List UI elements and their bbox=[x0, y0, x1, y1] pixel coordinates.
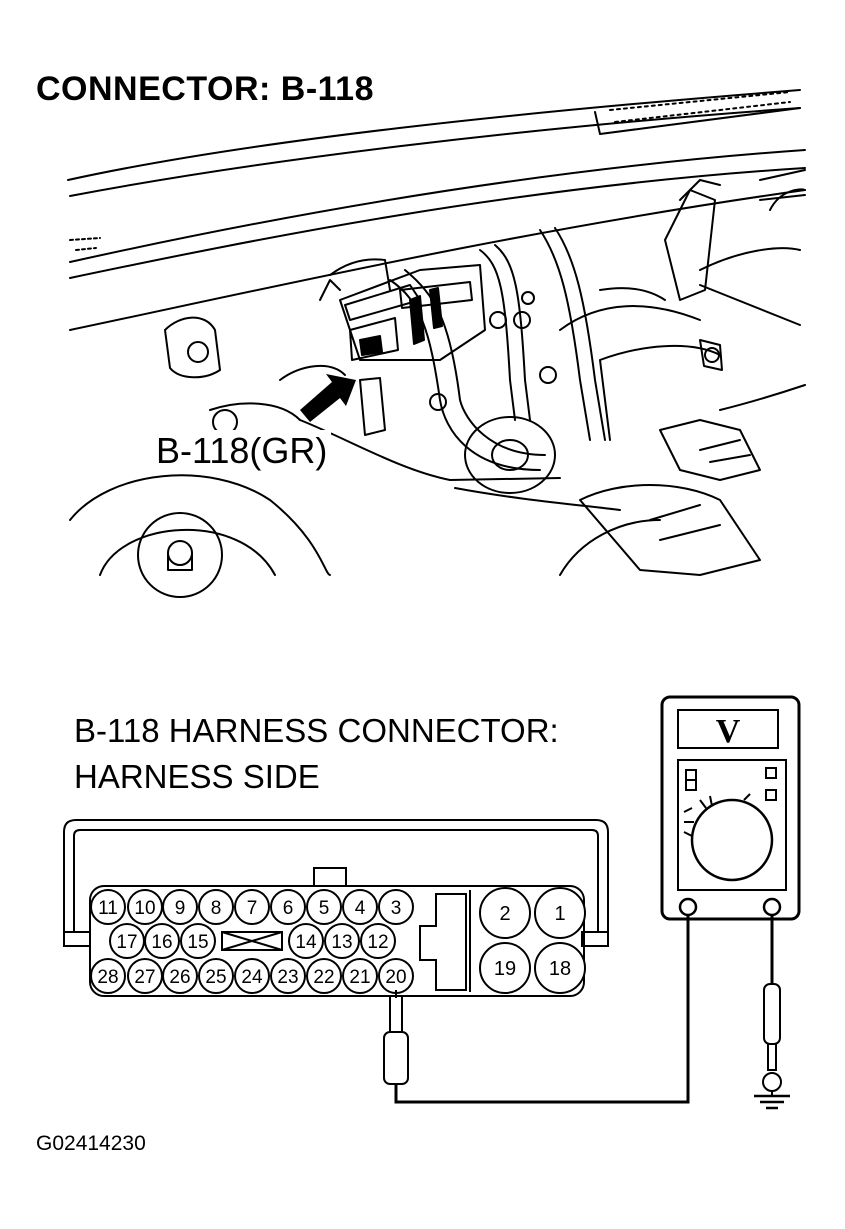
pin-cavity bbox=[324, 923, 360, 959]
ground-icon bbox=[754, 1091, 790, 1110]
pin-cavity bbox=[360, 923, 396, 959]
harness-title-line1: B-118 HARNESS CONNECTOR: bbox=[74, 712, 559, 749]
connector-callout-label: B-118(GR) bbox=[152, 430, 332, 472]
pin-cavity bbox=[306, 889, 342, 925]
pin-number: 27 bbox=[134, 967, 155, 988]
connector-pin: 27 bbox=[127, 958, 163, 994]
pin-cavity bbox=[90, 958, 126, 994]
pin-cavity bbox=[479, 887, 531, 939]
connector-pin: 26 bbox=[162, 958, 198, 994]
connector-pin: 8 bbox=[198, 889, 234, 925]
pin-cavity bbox=[479, 942, 531, 994]
pin-cavity bbox=[378, 889, 414, 925]
pin-number: 14 bbox=[295, 932, 317, 953]
pin-number: 3 bbox=[391, 898, 402, 919]
connector-pin: 1 bbox=[534, 887, 586, 939]
connector-pin: 4 bbox=[342, 889, 378, 925]
meter-display-label: V bbox=[716, 713, 741, 750]
pin-number: 1 bbox=[554, 903, 565, 925]
pin-number: 28 bbox=[97, 967, 118, 988]
pin-cavity bbox=[306, 958, 342, 994]
pin-number: 23 bbox=[277, 967, 298, 988]
pin-number: 21 bbox=[349, 967, 370, 988]
pin-cavity bbox=[534, 887, 586, 939]
connector-pin: 5 bbox=[306, 889, 342, 925]
pin-cavity bbox=[234, 958, 270, 994]
pin-number: 15 bbox=[187, 932, 208, 953]
connector-pin: 23 bbox=[270, 958, 306, 994]
figure-id: G02414230 bbox=[36, 1132, 146, 1155]
page-title: CONNECTOR: B-118 bbox=[36, 70, 374, 108]
pin-cavity bbox=[198, 958, 234, 994]
connector-pin: 7 bbox=[234, 889, 270, 925]
connector-pin: 17 bbox=[109, 923, 145, 959]
pin-cavity bbox=[534, 942, 586, 994]
pin-number: 5 bbox=[319, 898, 330, 919]
connector-pin: 21 bbox=[342, 958, 378, 994]
connector-pin: 9 bbox=[162, 889, 198, 925]
connector-pin: 25 bbox=[198, 958, 234, 994]
pin-number: 9 bbox=[175, 898, 186, 919]
pin-number: 18 bbox=[549, 958, 571, 980]
connector-pin: 3 bbox=[378, 889, 414, 925]
connector-pin: 11 bbox=[90, 889, 126, 925]
pin-number: 24 bbox=[241, 967, 263, 988]
pin-number: 8 bbox=[211, 898, 222, 919]
pin-number: 11 bbox=[98, 898, 118, 919]
pin-cavity bbox=[162, 889, 198, 925]
pin-cavity bbox=[288, 923, 324, 959]
pin-cavity bbox=[180, 923, 216, 959]
connector-pin: 22 bbox=[306, 958, 342, 994]
pin-number: 16 bbox=[151, 932, 172, 953]
pin-number: 25 bbox=[205, 967, 226, 988]
pin-number: 19 bbox=[494, 958, 516, 980]
pin-cavity bbox=[162, 958, 198, 994]
connector-pin: 15 bbox=[180, 923, 216, 959]
connector-pin: 19 bbox=[479, 942, 531, 994]
connector-pin: 16 bbox=[144, 923, 180, 959]
pin-number: 26 bbox=[169, 967, 190, 988]
pin-number: 10 bbox=[134, 898, 155, 919]
connector-pin: 18 bbox=[534, 942, 586, 994]
pin-cavity bbox=[342, 958, 378, 994]
pin-number: 2 bbox=[499, 903, 510, 925]
connector-pin: 24 bbox=[234, 958, 270, 994]
pin-cavity bbox=[144, 923, 180, 959]
connector-pin: 13 bbox=[324, 923, 360, 959]
connector-pin: 2 bbox=[479, 887, 531, 939]
pin-cavity bbox=[90, 889, 126, 925]
harness-connector-title: B-118 HARNESS CONNECTOR: HARNESS SIDE bbox=[74, 708, 559, 800]
pin-number: 6 bbox=[283, 898, 294, 919]
pin-number: 17 bbox=[116, 932, 137, 953]
pin-cavity bbox=[270, 958, 306, 994]
pin-cavity bbox=[342, 889, 378, 925]
pin-number: 13 bbox=[331, 932, 352, 953]
connector-pin: 10 bbox=[127, 889, 163, 925]
pin-number: 22 bbox=[313, 967, 334, 988]
pin-number: 20 bbox=[385, 967, 406, 988]
connector-pin: 12 bbox=[360, 923, 396, 959]
connector-pin: 28 bbox=[90, 958, 126, 994]
pin-cavity bbox=[198, 889, 234, 925]
harness-title-line2: HARNESS SIDE bbox=[74, 758, 320, 795]
connector-pin: 14 bbox=[288, 923, 324, 959]
pin-number: 4 bbox=[355, 898, 366, 919]
pin-number: 12 bbox=[367, 932, 388, 953]
pin-cavity bbox=[234, 889, 270, 925]
pin-cavity bbox=[270, 889, 306, 925]
connector-pin: 6 bbox=[270, 889, 306, 925]
pin-number: 7 bbox=[247, 898, 258, 919]
